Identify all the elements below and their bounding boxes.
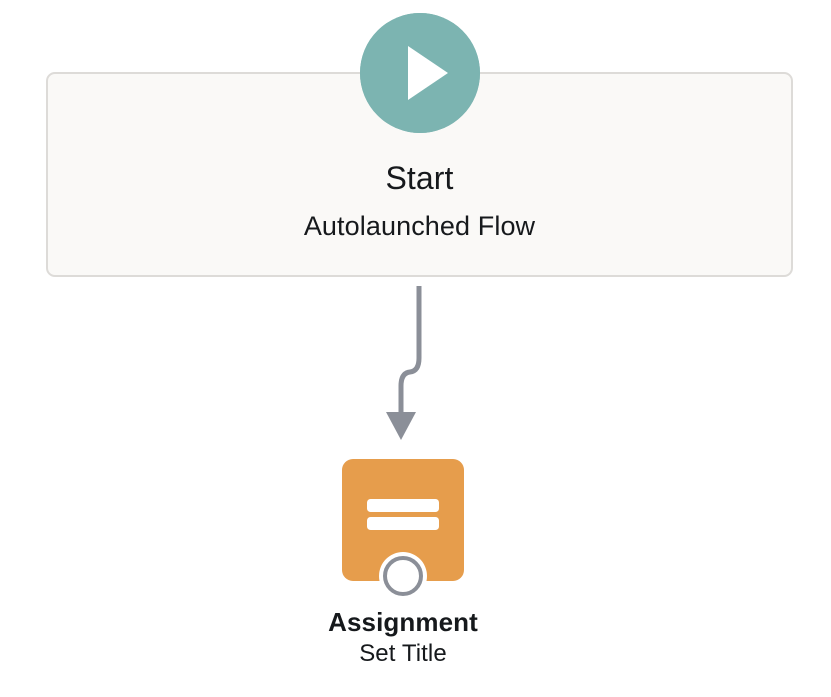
assignment-node-icon-button[interactable] <box>338 455 468 601</box>
play-icon[interactable] <box>360 13 480 133</box>
assignment-node-title: Assignment <box>328 607 478 637</box>
connector-line <box>398 286 422 414</box>
start-node-title: Start <box>385 160 454 196</box>
start-node-icon-button[interactable] <box>360 13 480 133</box>
connector-start-to-assignment[interactable] <box>380 286 440 446</box>
assignment-node-subtitle: Set Title <box>359 640 447 667</box>
assignment-node[interactable]: Assignment Set Title <box>278 455 528 669</box>
circle-outline-icon <box>383 556 423 596</box>
arrowhead-down-icon <box>386 412 416 440</box>
assignment-node-text: Assignment Set Title <box>278 606 528 669</box>
start-node-text: Start Autolaunched Flow <box>48 158 791 244</box>
start-node-subtitle: Autolaunched Flow <box>303 211 536 241</box>
